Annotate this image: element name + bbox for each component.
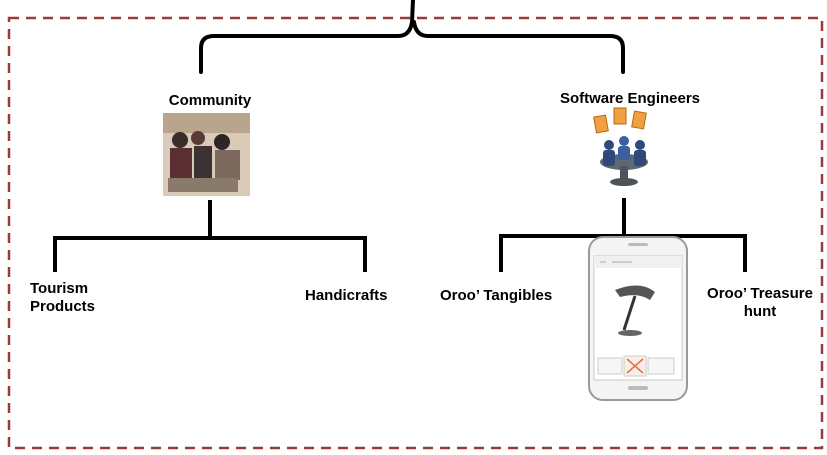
community-label: Community [168,92,252,109]
handicrafts-label: Handicrafts [305,287,388,304]
software-engineers-label: Software Engineers [559,90,701,107]
oroo-tangibles-label: Oroo’ Tangibles [440,287,553,304]
tourism-products-label: Tourism Products [30,280,96,315]
engineers-meeting-icon [593,107,648,186]
dashed-frame [7,16,824,450]
smartphone-mockup [588,236,688,401]
community-branch [53,200,367,272]
top-brace [199,0,625,74]
oroo-treasure-hunt-label: Oroo’ Treasure hunt [707,285,813,320]
community-photo [163,113,250,196]
